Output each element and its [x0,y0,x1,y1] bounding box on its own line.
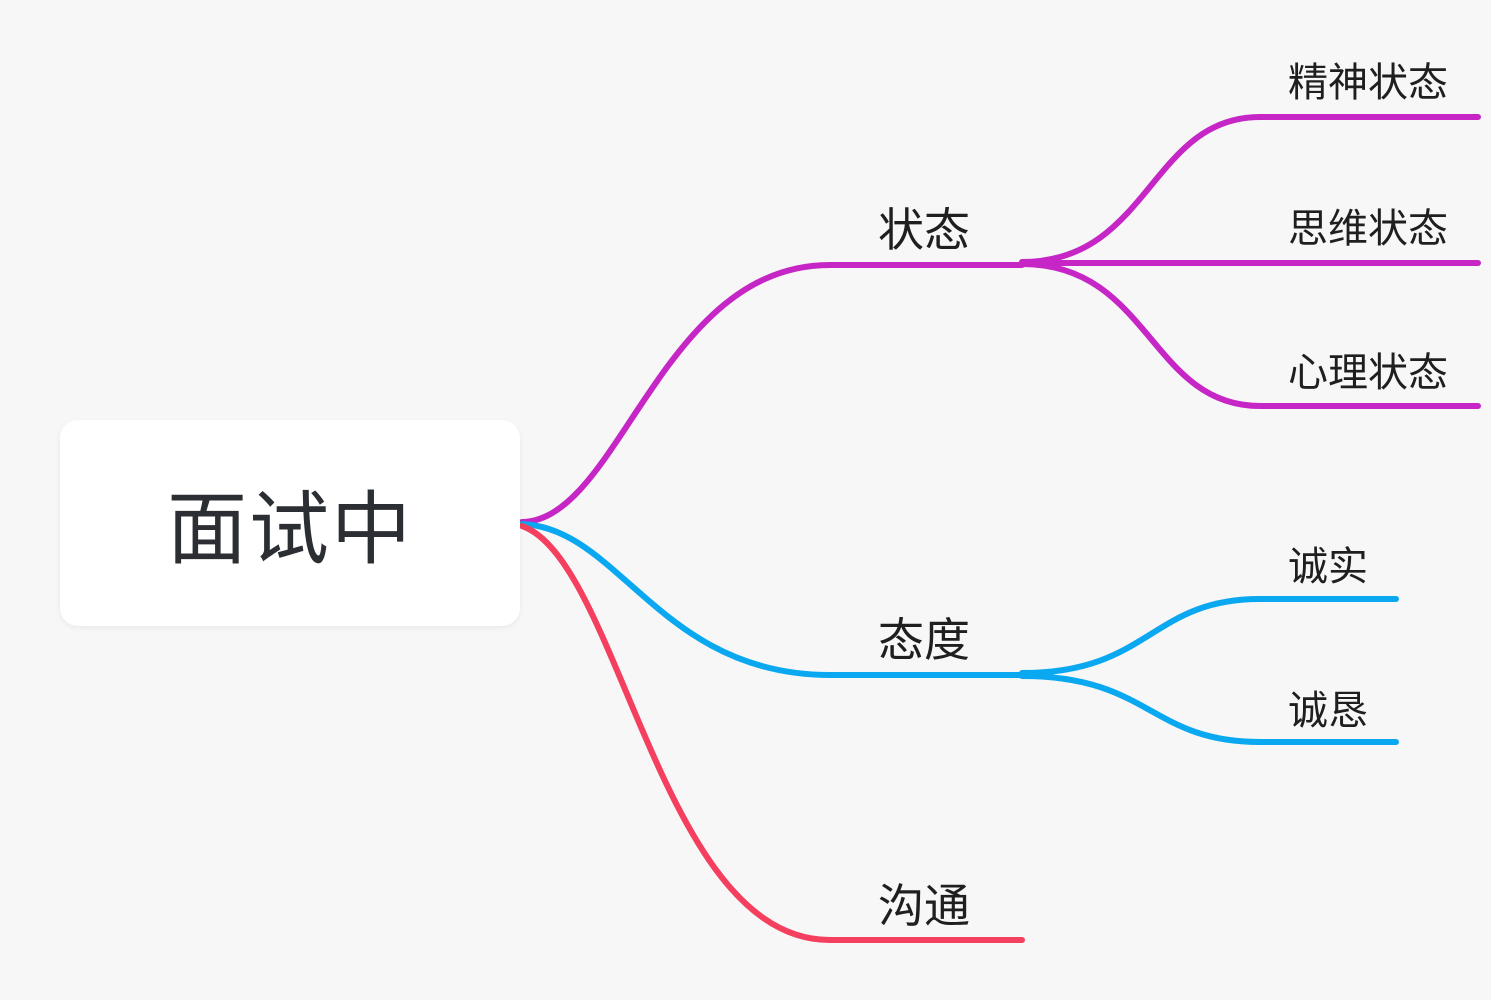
branch-label-communication[interactable]: 沟通 [878,879,970,933]
leaf-label-thinking-state[interactable]: 思维状态 [1288,206,1448,252]
branch-label-status[interactable]: 状态 [878,203,970,257]
edge-root-attitude [519,521,1025,678]
edge-status-spirit [1019,114,1481,265]
edge-status-mental [1019,261,1481,409]
root-node[interactable]: 面试中 [60,420,520,626]
edge-attitude-sincere [1019,673,1399,745]
edge-root-communication [519,523,1025,943]
edge-attitude-honest [1019,596,1399,676]
leaf-label-mental-state[interactable]: 心理状态 [1288,350,1448,396]
leaf-label-honest[interactable]: 诚实 [1288,544,1368,590]
root-label: 面试中 [167,483,413,576]
leaf-label-sincere[interactable]: 诚恳 [1288,688,1368,734]
leaf-label-spirit-state[interactable]: 精神状态 [1288,60,1448,106]
branch-label-attitude[interactable]: 态度 [878,613,970,667]
edge-root-status [519,262,1025,525]
